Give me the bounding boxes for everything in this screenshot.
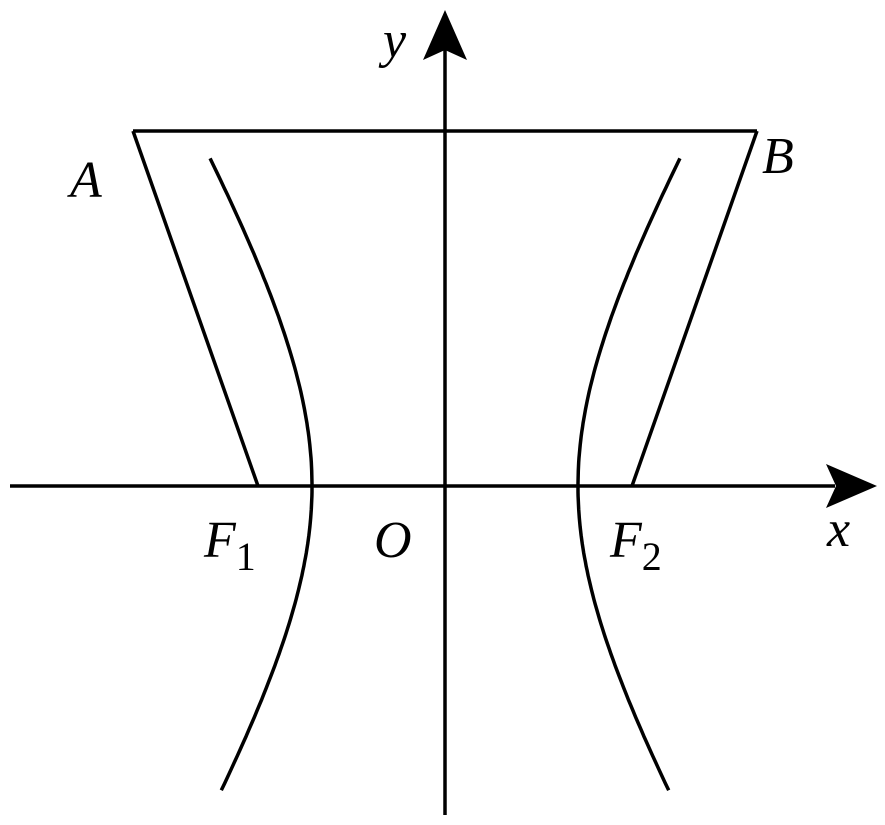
segment-b-f2 [630, 130, 759, 487]
segment-a-f1 [131, 130, 260, 487]
y-axis-arrow [423, 10, 467, 60]
y-axis-label: y [378, 12, 407, 69]
point-a-label: A [67, 152, 102, 209]
x-axis-label: x [826, 501, 850, 558]
focus-f1-label: F1 [203, 512, 256, 579]
origin-label: O [374, 512, 412, 569]
hyperbola-right-branch [576, 157, 682, 792]
point-b-label: B [762, 128, 794, 185]
x-axis-arrow [826, 464, 877, 508]
hyperbola-left-branch [208, 157, 314, 792]
focus-f2-label: F2 [609, 512, 662, 579]
